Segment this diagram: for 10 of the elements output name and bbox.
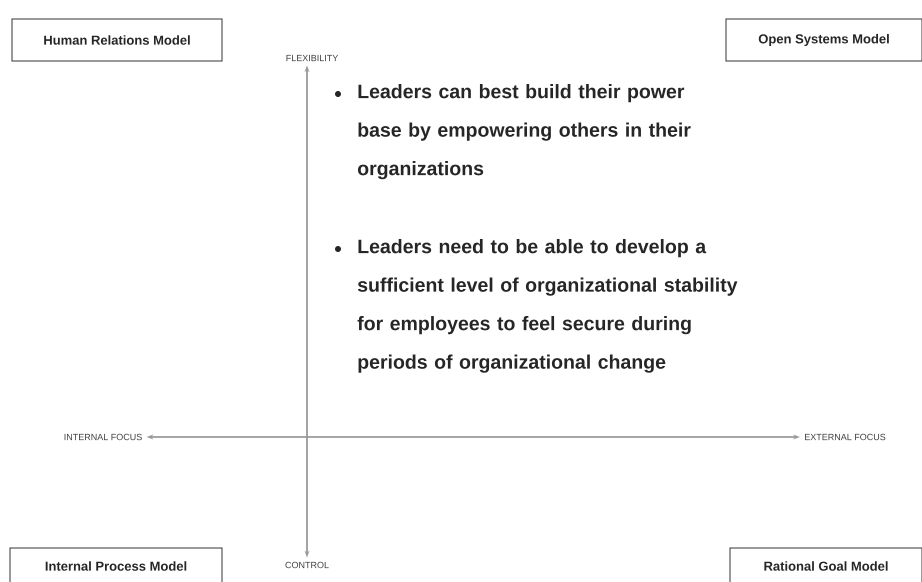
bullet-text: Leaders need to be able to develop a sufficient level of organizational stability for employees to feel secure during periods of organizational change — [358, 239, 738, 373]
model-box: Internal Process Model — [10, 548, 222, 582]
model-box: Open Systems Model — [726, 18, 922, 62]
bullet-text: Leaders can best build their power base by empowering others in their organizations — [358, 84, 691, 180]
model-box: Rational Goal Model — [730, 548, 922, 582]
axis-label: INTERNAL FOCUS — [64, 434, 142, 440]
axis-label: FLEXIBILITY — [286, 54, 338, 62]
axis-label: EXTERNAL FOCUS — [804, 434, 886, 440]
axis-label: CONTROL — [285, 562, 329, 568]
model-box: Human Relations Model — [12, 18, 222, 62]
